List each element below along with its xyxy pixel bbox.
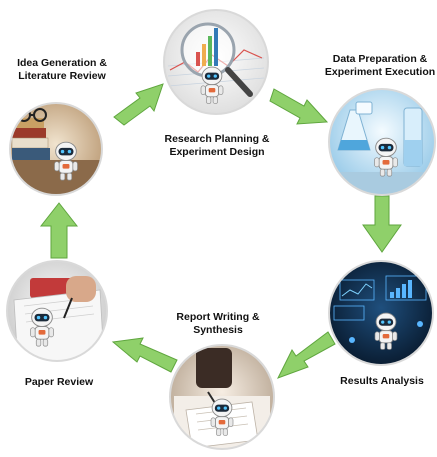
label-line: Data Preparation & [332,53,428,65]
node-data-image [328,88,436,196]
label-research-planning: Research Planning & Experiment Design [162,133,272,159]
label-line: Idea Generation & [17,57,107,69]
label-idea-generation: Idea Generation & Literature Review [12,57,112,83]
label-line: Report Writing & [176,311,260,323]
label-report-writing: Report Writing & Synthesis [166,311,270,337]
node-planning-image [163,9,269,115]
arrow-report-to-review [111,337,178,373]
label-line: Literature Review [18,70,106,82]
label-paper-review: Paper Review [14,376,104,389]
label-line: Results Analysis [340,375,424,387]
arrow-review-to-idea [39,202,79,259]
label-line: Paper Review [24,376,94,388]
label-line: Synthesis [193,324,243,336]
label-results-analysis: Results Analysis [332,375,432,388]
node-results-image [328,260,434,366]
node-report-image [169,344,275,450]
node-idea-image [9,102,103,196]
arrow-data-to-results [362,195,402,253]
arrow-results-to-report [276,331,336,379]
label-data-preparation: Data Preparation & Experiment Execution [324,53,436,79]
flow-arrows [39,83,402,379]
arrow-planning-to-data [269,88,329,125]
label-line: Experiment Execution [324,66,436,78]
node-review-image [6,260,108,362]
label-line: Experiment Design [169,146,265,158]
label-line: Research Planning & [164,133,270,145]
arrow-idea-to-planning [113,83,164,126]
